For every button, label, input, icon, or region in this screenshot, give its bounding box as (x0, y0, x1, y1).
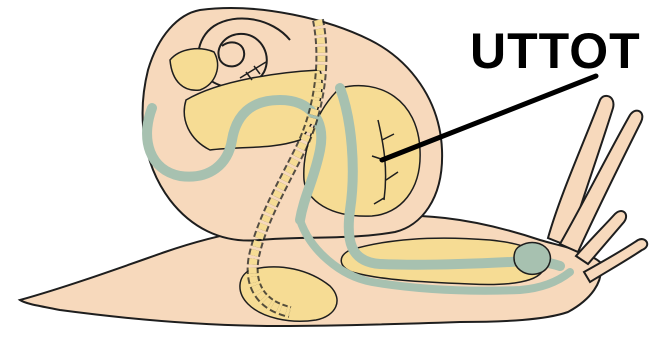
head-ganglion (514, 243, 550, 275)
diagram-label: UTTOT (470, 26, 641, 76)
